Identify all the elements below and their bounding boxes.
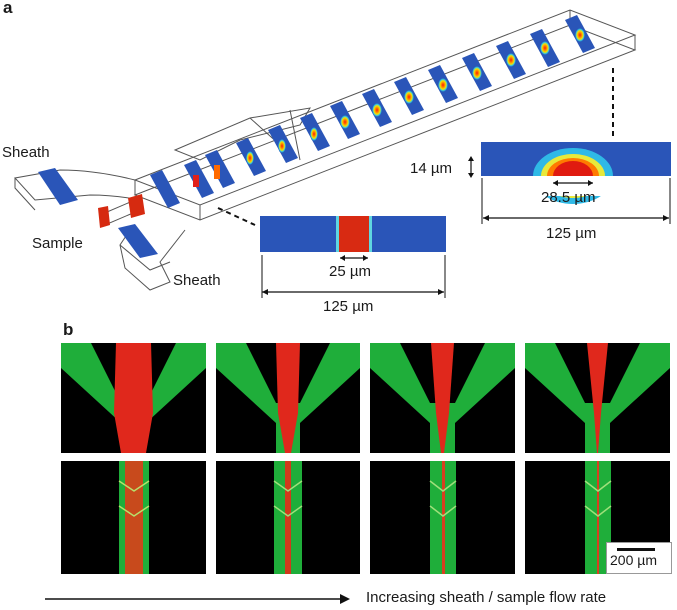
- fluorescence-bottom-2: [216, 461, 360, 574]
- scale-bar-box: 200 µm: [606, 542, 672, 574]
- panel-a-letter: a: [3, 0, 13, 17]
- flow-rate-caption: Increasing sheath / sample flow rate: [366, 589, 607, 606]
- inset-middle-outer-width: 125 µm: [323, 298, 374, 315]
- fluorescence-top-3: [370, 343, 515, 453]
- inset-middle-inner-width: 25 µm: [329, 263, 371, 280]
- cross-sections: [38, 15, 595, 258]
- fluorescence-top-2: [216, 343, 360, 453]
- sheath-bottom-label: Sheath: [173, 272, 221, 289]
- inset-middle-cross-section: [260, 216, 446, 298]
- sample-label: Sample: [32, 235, 83, 252]
- leader-line-middle: [217, 207, 256, 226]
- fluorescence-bottom-1: [61, 461, 206, 574]
- fluorescence-top-4: [525, 343, 670, 453]
- panel-b-letter: b: [63, 320, 74, 339]
- sheath-top-label: Sheath: [2, 144, 50, 161]
- scale-bar-label: 200 µm: [610, 552, 657, 568]
- inset-right-cross-section: [468, 142, 671, 224]
- fluorescence-top-1: [61, 343, 206, 453]
- inset-right-outer-width: 125 µm: [546, 225, 597, 242]
- inset-right-inner-width: 28.5 µm: [541, 189, 596, 206]
- scale-bar: [617, 548, 655, 551]
- fluorescence-bottom-3: [370, 461, 515, 574]
- inset-right-height: 14 µm: [410, 160, 452, 177]
- channel-3d-diagram: [14, 9, 671, 298]
